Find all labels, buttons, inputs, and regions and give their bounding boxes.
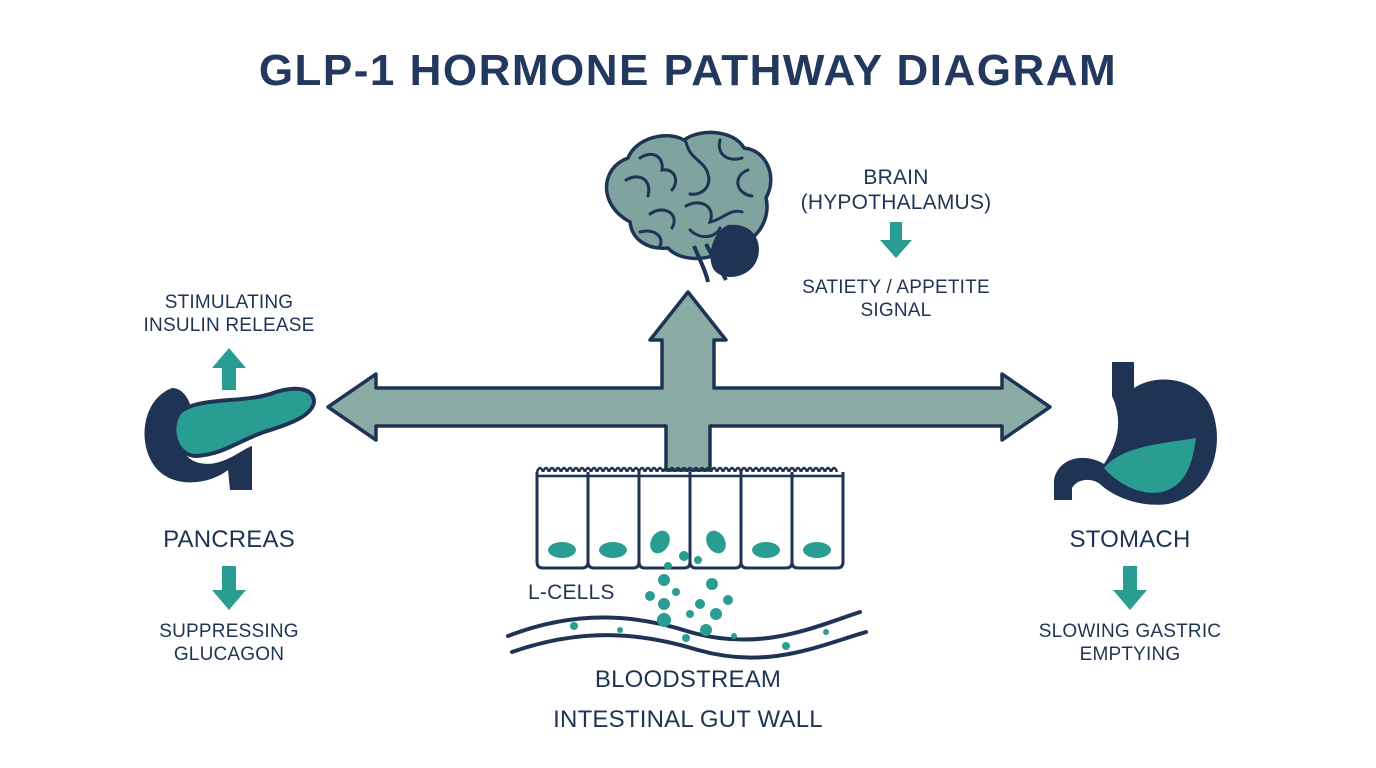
- glp1-particles: [570, 574, 829, 650]
- intestinal-wall-label: INTESTINAL GUT WALL: [553, 706, 823, 733]
- intestinal-cells-icon: [535, 466, 845, 570]
- pancreas-icon: [144, 386, 317, 490]
- pancreas-down-effect-label: SUPPRESSING GLUCAGON: [129, 621, 329, 667]
- brain-effect-line1: SATIETY / APPETITE: [802, 277, 990, 298]
- stomach-effect-line2: EMPTYING: [1079, 643, 1181, 665]
- pancreas-up-effect-line1: STIMULATING: [164, 292, 294, 313]
- stomach-icon: [1054, 362, 1217, 505]
- pancreas-up-effect-label: STIMULATING INSULIN RELEASE: [124, 292, 334, 338]
- brain-label-line1: BRAIN: [863, 166, 929, 189]
- brain-label: BRAIN (HYPOTHALAMUS): [780, 165, 1012, 215]
- brain-effect-line2: SIGNAL: [860, 299, 932, 321]
- bloodstream-label: BLOODSTREAM: [594, 666, 782, 693]
- bloodstream-icon: [506, 610, 868, 660]
- brain-effect-label: SATIETY / APPETITE SIGNAL: [776, 277, 1016, 323]
- diagram-title: GLP-1 HORMONE PATHWAY DIAGRAM: [258, 46, 1118, 95]
- pancreas-down-effect-line2: GLUCAGON: [173, 643, 285, 665]
- brain-label-line2: (HYPOTHALAMUS): [800, 191, 992, 215]
- stomach-down-arrow: [1113, 566, 1147, 610]
- pancreas-up-arrow: [212, 348, 246, 390]
- stomach-label: STOMACH: [1069, 526, 1191, 553]
- pancreas-label: PANCREAS: [163, 526, 295, 553]
- stomach-effect-line1: SLOWING GASTRIC: [1038, 621, 1222, 642]
- pancreas-up-effect-line2: INSULIN RELEASE: [143, 314, 315, 336]
- pathway-arrows: [326, 290, 1052, 472]
- stomach-effect-label: SLOWING GASTRIC EMPTYING: [1010, 621, 1250, 667]
- pancreas-down-arrow: [212, 566, 246, 610]
- l-cells-label: L-CELLS: [528, 581, 615, 604]
- brain-icon: [604, 130, 773, 283]
- pancreas-down-effect-line1: SUPPRESSING: [159, 621, 299, 642]
- brain-down-arrow: [880, 222, 912, 258]
